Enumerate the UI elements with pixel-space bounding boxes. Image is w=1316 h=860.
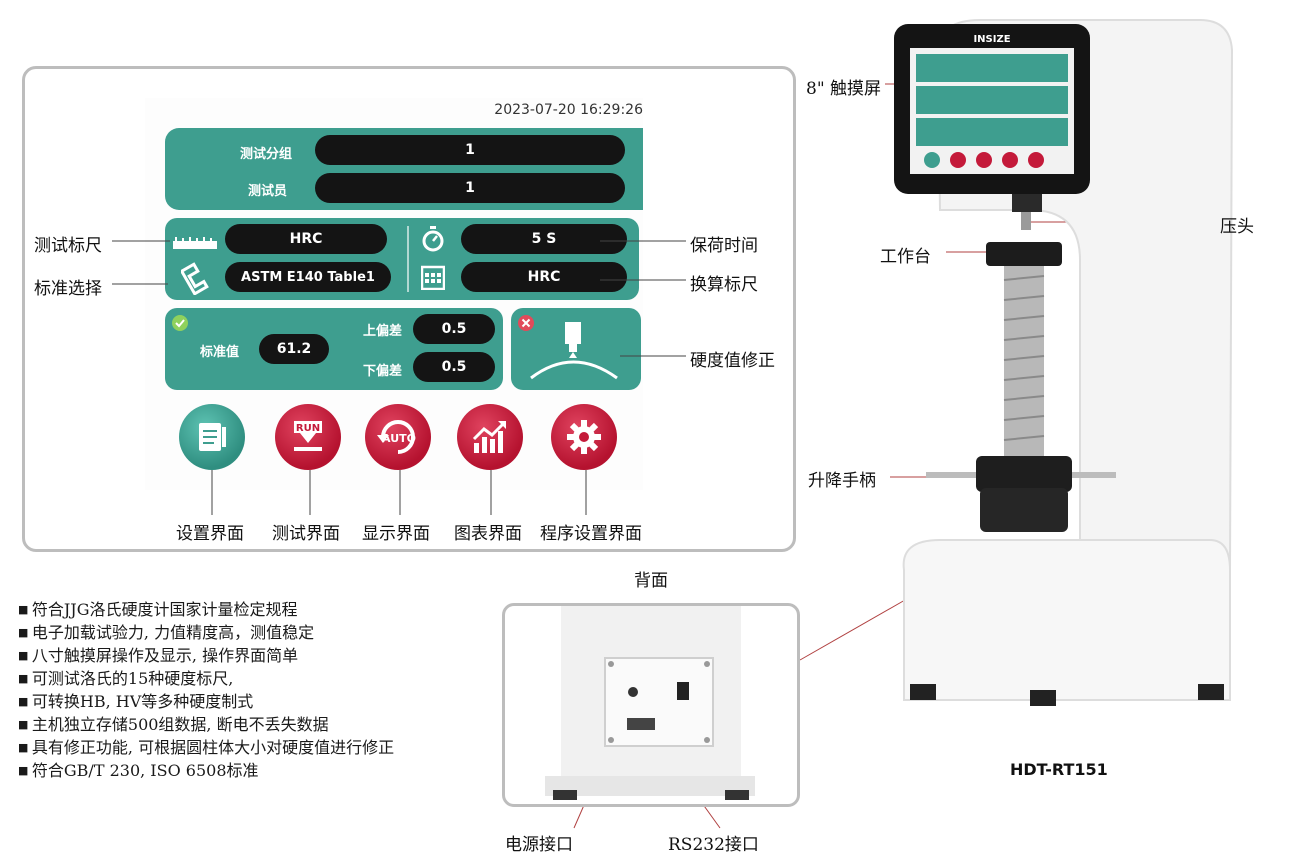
divider bbox=[407, 226, 409, 292]
standard-icon bbox=[179, 261, 211, 296]
callout-handle: 升降手柄 bbox=[808, 471, 876, 491]
callout-touchscreen: 8" 触摸屏 bbox=[806, 79, 882, 99]
svg-text:INSIZE: INSIZE bbox=[973, 34, 1010, 45]
run-icon: RUN bbox=[294, 421, 322, 451]
switch-icon bbox=[677, 682, 689, 700]
model-name: HDT-RT151 bbox=[1010, 760, 1108, 779]
chart-button[interactable] bbox=[457, 404, 523, 470]
std-label: 标准值 bbox=[200, 345, 240, 360]
back-panel-illustration bbox=[545, 606, 755, 800]
feature-item: 可转换HB, HV等多种硬度制式 bbox=[18, 690, 498, 713]
std-field[interactable]: 61.2 bbox=[259, 334, 329, 364]
touchscreen-ui: 2023-07-20 16:29:26 测试分组 1 测试员 1 HRC AST… bbox=[145, 98, 643, 490]
error-icon bbox=[517, 314, 535, 336]
calendar-icon bbox=[420, 264, 446, 294]
callout-indenter: 压头 bbox=[1220, 217, 1254, 237]
callout-rs232: RS232接口 bbox=[668, 835, 759, 855]
feature-item: 符合JJG洛氏硬度计国家计量检定规程 bbox=[18, 598, 498, 621]
dwell-field[interactable]: 5 S bbox=[461, 224, 627, 254]
back-view bbox=[502, 603, 800, 807]
feature-item: 主机独立存储500组数据, 断电不丢失数据 bbox=[18, 713, 498, 736]
datetime: 2023-07-20 16:29:26 bbox=[494, 102, 643, 118]
callout-program: 程序设置界面 bbox=[540, 524, 642, 544]
gear-icon bbox=[567, 420, 601, 454]
timer-icon bbox=[421, 226, 445, 256]
upper-label: 上偏差 bbox=[363, 324, 403, 339]
feature-item: 电子加载试验力, 力值精度高，测值稳定 bbox=[18, 621, 498, 644]
lower-label: 下偏差 bbox=[363, 364, 403, 379]
callout-correction: 硬度值修正 bbox=[690, 351, 775, 371]
hardness-tester-illustration: INSIZE bbox=[894, 19, 1234, 706]
callout-standard: 标准选择 bbox=[34, 279, 102, 299]
settings-button[interactable] bbox=[179, 404, 245, 470]
scale-field[interactable]: HRC bbox=[225, 224, 387, 254]
callout-settings: 设置界面 bbox=[176, 524, 244, 544]
power-port-icon bbox=[628, 687, 638, 697]
feature-item: 符合GB/T 230, ISO 6508标准 bbox=[18, 759, 498, 782]
callout-test: 测试界面 bbox=[272, 524, 340, 544]
feature-item: 八寸触摸屏操作及显示, 操作界面简单 bbox=[18, 644, 498, 667]
feature-item: 具有修正功能, 可根据圆柱体大小对硬度值进行修正 bbox=[18, 736, 498, 759]
standard-field[interactable]: ASTM E140 Table1 bbox=[225, 262, 391, 292]
chart-icon bbox=[472, 421, 506, 453]
test-button[interactable]: RUN bbox=[275, 404, 341, 470]
callout-convert: 换算标尺 bbox=[690, 275, 758, 295]
feature-item: 可测试洛氏的15种硬度标尺, bbox=[18, 667, 498, 690]
callout-dwell: 保荷时间 bbox=[690, 236, 758, 256]
callout-back: 背面 bbox=[634, 571, 668, 591]
check-icon bbox=[171, 314, 189, 336]
display-button[interactable]: AUTO bbox=[365, 404, 431, 470]
ruler-icon bbox=[173, 234, 217, 249]
group-label: 测试分组 bbox=[240, 147, 293, 162]
callout-chart: 图表界面 bbox=[454, 524, 522, 544]
callout-power: 电源接口 bbox=[505, 835, 573, 855]
rs232-port-icon bbox=[627, 718, 655, 730]
convert-field[interactable]: HRC bbox=[461, 262, 627, 292]
auto-icon: AUTO bbox=[377, 420, 416, 454]
clipboard-icon bbox=[199, 423, 226, 451]
lower-field[interactable]: 0.5 bbox=[413, 352, 495, 382]
operator-label: 测试员 bbox=[248, 184, 288, 199]
program-settings-button[interactable] bbox=[551, 404, 617, 470]
group-field[interactable]: 1 bbox=[315, 135, 625, 165]
cylinder-correction-icon bbox=[525, 316, 635, 390]
operator-field[interactable]: 1 bbox=[315, 173, 625, 203]
svg-text:AUTO: AUTO bbox=[382, 432, 416, 445]
callout-display: 显示界面 bbox=[362, 524, 430, 544]
callout-table: 工作台 bbox=[880, 247, 931, 267]
feature-list: 符合JJG洛氏硬度计国家计量检定规程 电子加载试验力, 力值精度高，测值稳定 八… bbox=[18, 598, 498, 782]
upper-field[interactable]: 0.5 bbox=[413, 314, 495, 344]
callout-scale: 测试标尺 bbox=[34, 236, 102, 256]
svg-text:RUN: RUN bbox=[296, 423, 320, 434]
